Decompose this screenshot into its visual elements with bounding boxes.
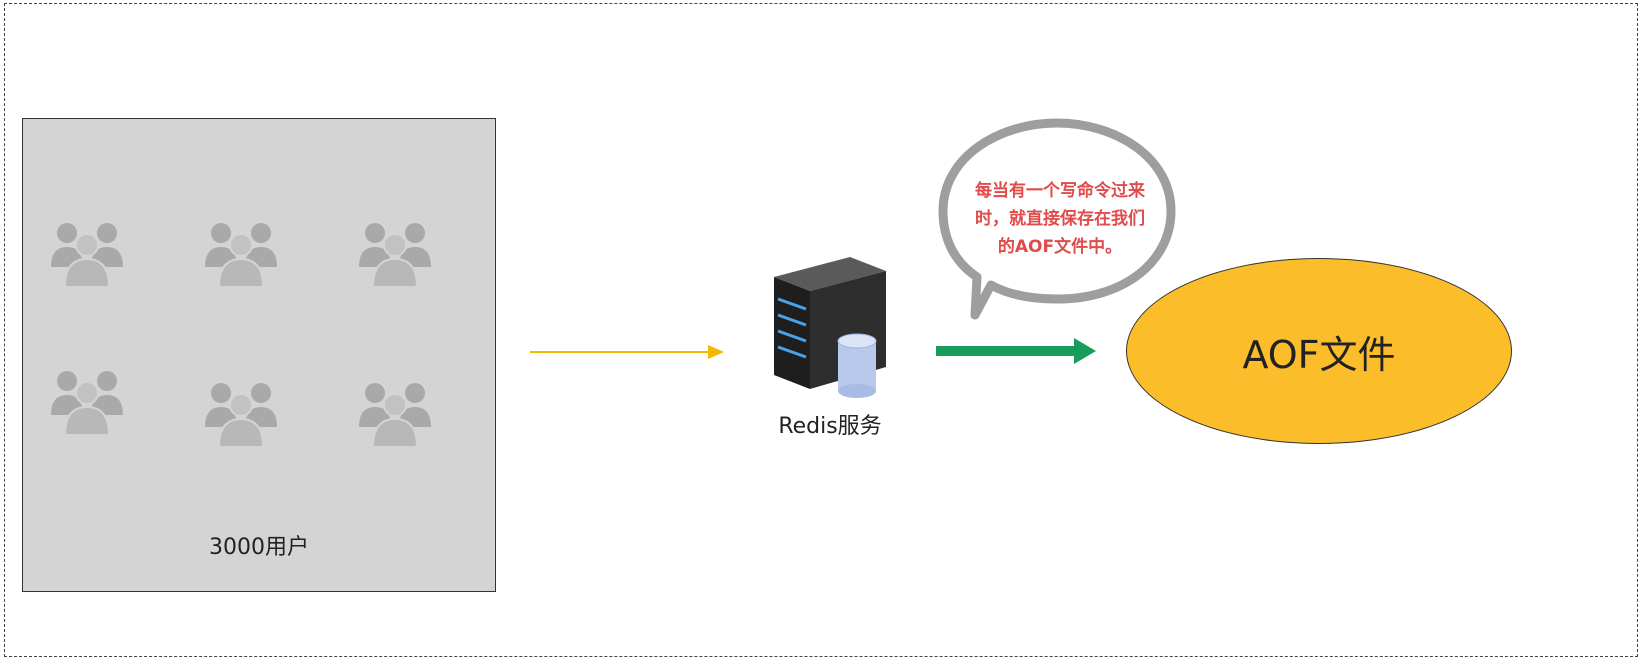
speech-bubble — [938, 118, 1176, 320]
server-database-icon — [774, 257, 886, 398]
flow-arrow — [530, 345, 724, 359]
speech-text: 每当有一个写命令过来时，就直接保存在我们的AOF文件中。 — [975, 181, 1145, 257]
user-group-icon — [357, 379, 433, 449]
user-group-icon — [357, 219, 433, 289]
diagram-frame — [4, 3, 1638, 657]
users-label: 3000用户 — [209, 535, 309, 560]
redis-label: Redis服务 — [778, 414, 882, 439]
user-group-icon — [49, 367, 125, 437]
user-group-icon — [203, 379, 279, 449]
write-arrow — [936, 338, 1096, 364]
user-group-icon — [49, 219, 125, 289]
user-group-icon — [203, 219, 279, 289]
users-box: 3000用户 — [22, 118, 496, 592]
aof-file: AOF文件 — [1126, 258, 1512, 444]
aof-label: AOF文件 — [1242, 332, 1396, 377]
